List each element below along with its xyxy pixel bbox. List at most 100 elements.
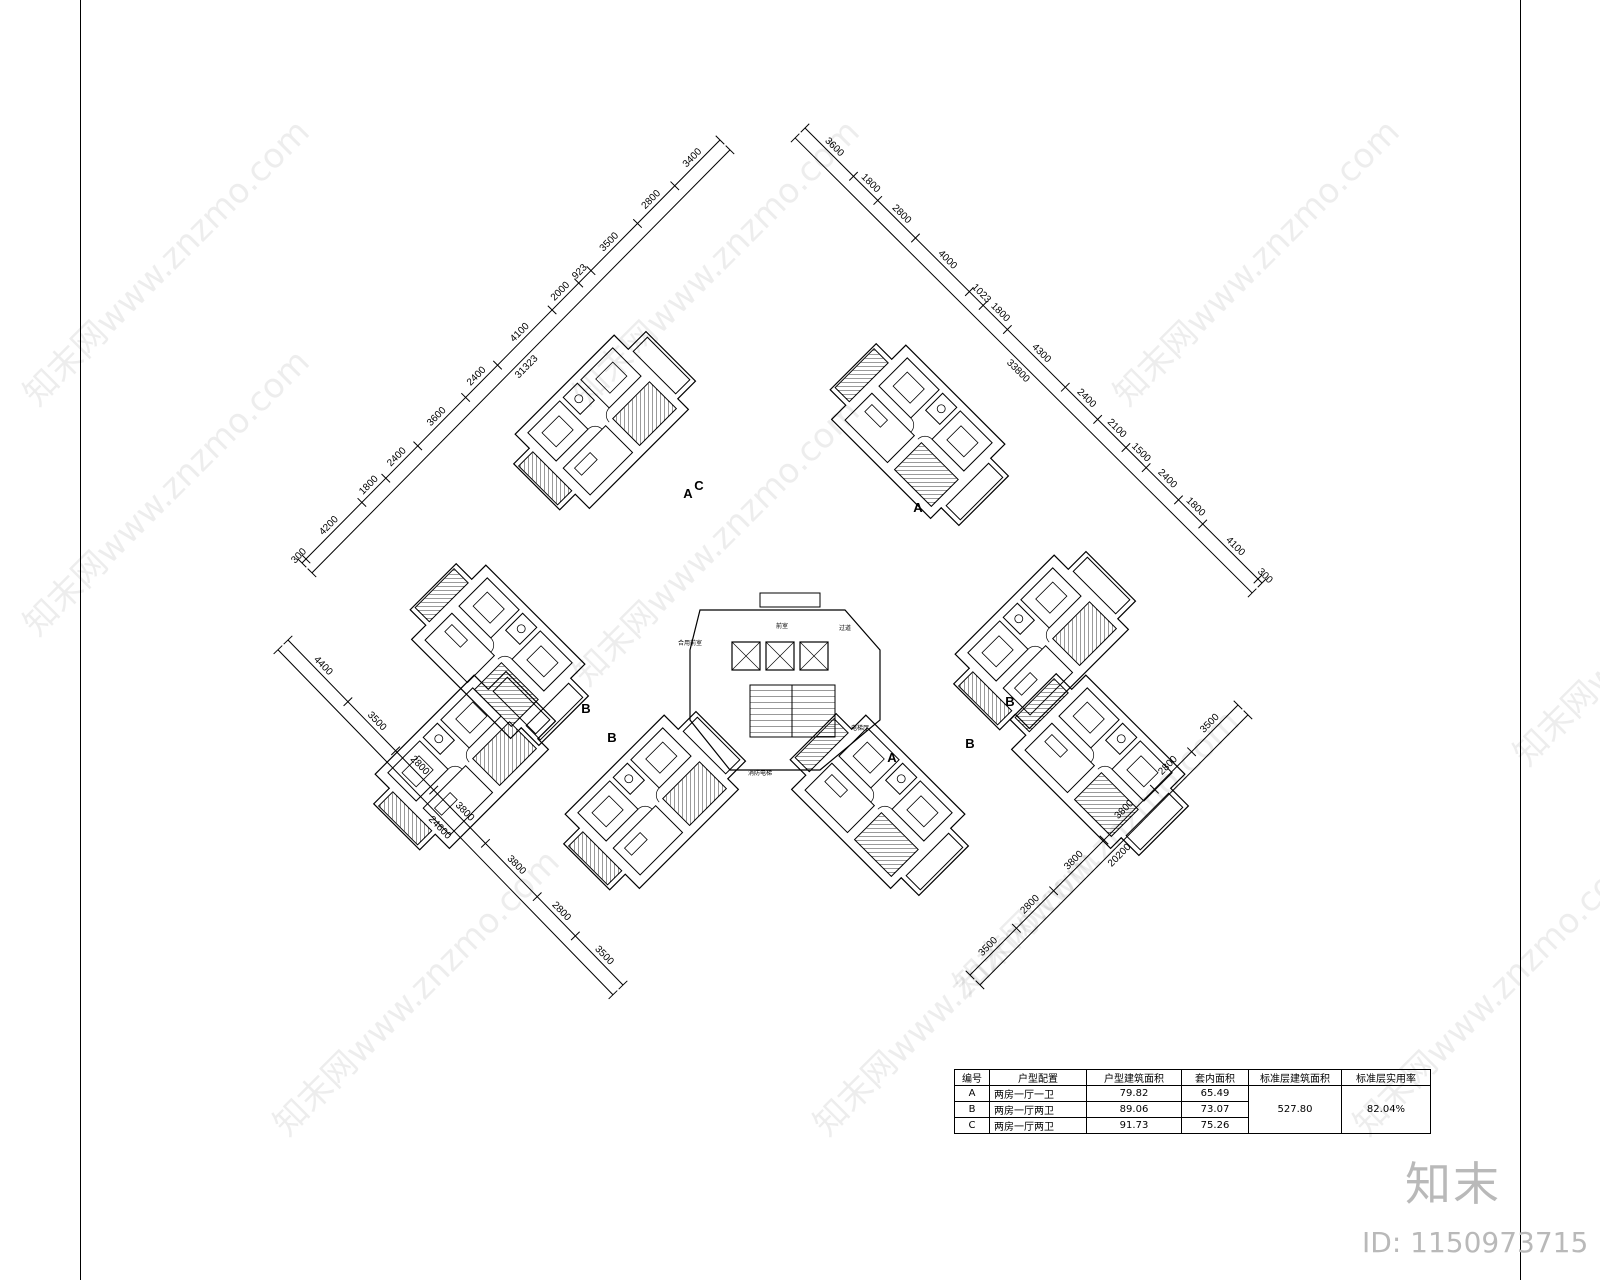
top-window <box>759 592 821 608</box>
door-swing <box>447 765 463 770</box>
bathroom <box>924 392 958 426</box>
balcony <box>472 721 538 787</box>
dimension-tick <box>429 785 439 795</box>
total-dimension-line <box>277 649 614 996</box>
door-swing <box>1027 645 1043 650</box>
toilet-icon <box>574 394 584 404</box>
bathroom <box>562 382 596 416</box>
living-room <box>422 764 494 836</box>
apartment-wing-b-lower-right <box>1009 672 1190 857</box>
table-header-row: 编号 户型配置 户型建筑面积 套内面积 标准层建筑面积 标准层实用率 <box>954 1069 1431 1086</box>
door-swing <box>877 805 893 810</box>
toilet-icon <box>936 404 946 414</box>
dimension-total-label: 24600 <box>426 814 454 842</box>
dimension-tick <box>532 892 542 902</box>
row-code: A <box>954 1085 990 1102</box>
elevator-cross <box>799 641 829 671</box>
dimension-tick <box>632 218 643 229</box>
row-gross: 91.73 <box>1086 1117 1182 1134</box>
room-label: 过道 <box>839 624 851 632</box>
dimension-tick <box>800 123 810 133</box>
kitchen <box>682 716 741 775</box>
dimension-tick <box>1257 578 1267 588</box>
dimension-label: 3400 <box>681 146 705 170</box>
dimension-total-label: 33800 <box>1004 357 1032 385</box>
living-room <box>562 424 634 496</box>
dimension-tick <box>381 473 391 483</box>
dimension-label: 1800 <box>859 172 883 196</box>
wing-outline <box>512 330 697 511</box>
bed-icon <box>852 741 885 774</box>
unit-letter-label: A <box>913 500 923 515</box>
living-room <box>804 762 876 834</box>
bathroom <box>422 722 456 756</box>
row-config: 两房一厅两卫 <box>989 1101 1087 1118</box>
bedroom <box>458 577 520 639</box>
apartment-wing-a-bottom-right <box>789 712 970 897</box>
dimension-label: 2400 <box>465 364 489 388</box>
table-row: A 两房一厅一卫 79.82 65.49 527.80 82.04% <box>954 1085 1431 1134</box>
dimension-tick <box>1247 588 1257 598</box>
dimension-label: 2400 <box>1155 467 1179 491</box>
dimension-label: 4000 <box>935 248 959 272</box>
dimension-label: 3600 <box>425 405 449 429</box>
bed-icon <box>645 741 678 774</box>
dimension-tick <box>574 278 584 288</box>
sofa-icon <box>433 791 458 816</box>
bed-icon <box>591 795 624 828</box>
apartment-wing-b-lower-left <box>372 670 557 851</box>
bedroom <box>878 357 940 419</box>
dimension-tick <box>343 697 353 707</box>
row-gross: 89.06 <box>1086 1101 1182 1118</box>
dimension-label: 2800 <box>640 188 664 212</box>
dimension-tick <box>283 635 293 645</box>
kitchen <box>945 462 1004 521</box>
bathroom <box>1104 722 1138 756</box>
apartment-wings <box>372 330 1190 897</box>
bed-icon <box>1035 581 1068 614</box>
bedroom <box>527 400 589 462</box>
dimension-tick <box>1173 495 1184 505</box>
unit-letter-label: B <box>581 701 590 716</box>
dimension-label: 300 <box>289 546 309 566</box>
brand-logo: 知末 <box>1405 1157 1501 1211</box>
elevator-shaft <box>765 641 795 671</box>
wing-outline <box>829 342 1010 527</box>
dimension-label: 1500 <box>1129 441 1153 465</box>
sofa-icon <box>864 403 889 428</box>
elevator-cross <box>731 641 761 671</box>
unit-letter-label: C <box>694 478 704 493</box>
dimension-tick <box>390 746 401 756</box>
sofa-icon <box>1013 671 1038 696</box>
dimension-tick <box>790 133 800 143</box>
bed-icon <box>1126 755 1159 788</box>
bathroom <box>1002 602 1036 636</box>
bed-icon <box>906 795 939 828</box>
bedroom <box>387 740 449 802</box>
usage-rate-cell: 82.04% <box>1341 1085 1431 1134</box>
bed-icon <box>472 591 505 624</box>
balcony <box>1073 772 1139 838</box>
apartment-wing-b-right <box>952 550 1137 731</box>
table-row: C 两房一厅两卫 91.73 75.26 <box>954 1117 1431 1134</box>
door-swing <box>1045 627 1050 643</box>
sofa-icon <box>623 831 648 856</box>
bathroom <box>612 762 646 796</box>
dimension-tick <box>301 554 311 564</box>
dimension-label: 4100 <box>1223 535 1247 559</box>
dimension-label: 2800 <box>1018 893 1042 917</box>
balcony <box>893 442 959 508</box>
dimension-label: 1800 <box>1184 495 1208 519</box>
side-balcony <box>517 451 573 506</box>
dimension-label: 2000 <box>549 280 573 304</box>
bathroom <box>884 762 918 796</box>
bed-icon <box>946 425 979 458</box>
sofa-icon <box>573 451 598 476</box>
dimension-label: 300 <box>1255 566 1275 586</box>
dimension-line <box>301 139 721 564</box>
dimension-tick <box>460 392 471 402</box>
door-swing <box>497 655 513 660</box>
balcony <box>612 381 678 447</box>
kitchen <box>632 336 691 395</box>
toilet-icon <box>624 774 634 784</box>
